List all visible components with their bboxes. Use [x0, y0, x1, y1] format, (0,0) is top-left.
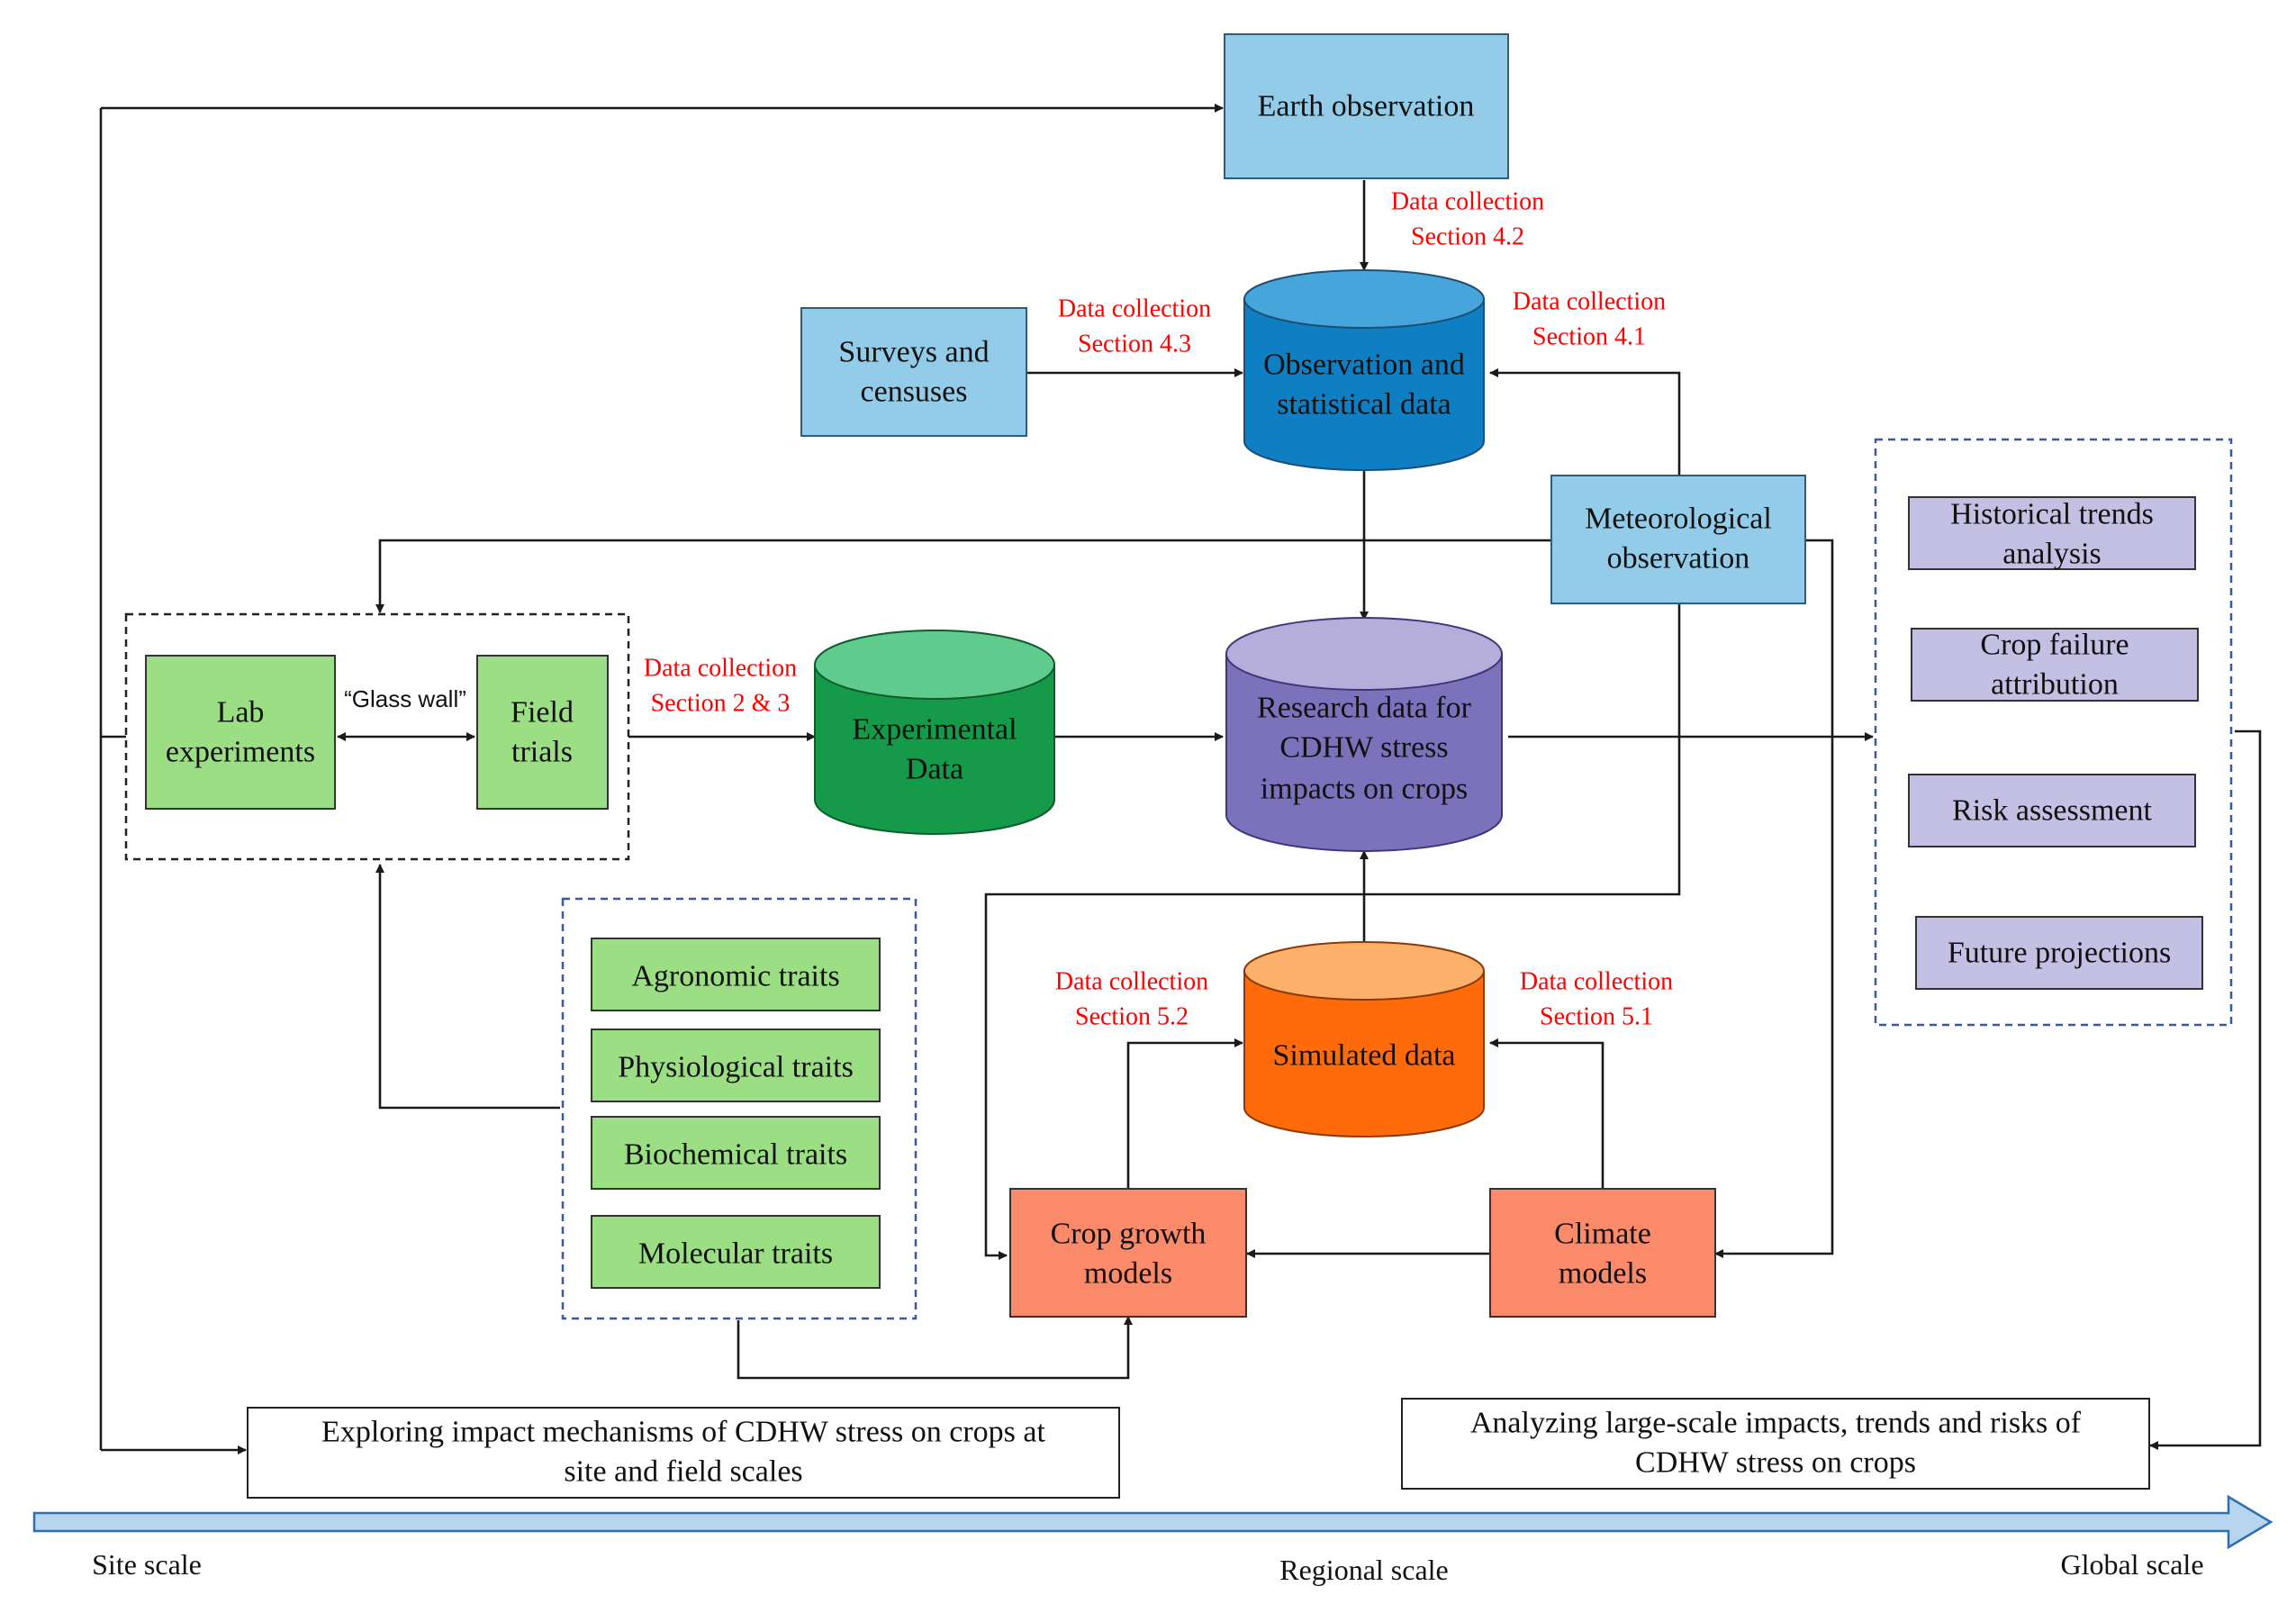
- svg-text:analysis: analysis: [2002, 538, 2102, 571]
- svg-text:Historical trends: Historical trends: [1950, 498, 2154, 531]
- connector-meteo-to-climate-models: [1714, 539, 1834, 1258]
- historical-trends-box: Historical trends analysis: [1908, 496, 2196, 571]
- meteo-label-line2: observation: [1607, 542, 1750, 575]
- crop-growth-label-line1: Crop growth: [1051, 1218, 1207, 1251]
- experimental-db-label-line2: Data: [906, 753, 963, 786]
- lab-label-line2: experiments: [166, 736, 315, 769]
- experimental-data-db: Experimental Data: [814, 630, 1055, 835]
- meteo-label-line1: Meteorological: [1585, 503, 1772, 536]
- future-projections-box: Future projections: [1915, 916, 2203, 990]
- connector-climate-to-simulated-db: [1489, 1038, 1604, 1189]
- crop-failure-attribution-box: Crop failure attribution: [1911, 628, 2199, 702]
- annotation-4-3-line1: Data collection: [1058, 295, 1211, 323]
- observation-db-label-line2: statistical data: [1277, 388, 1451, 421]
- traits-group: Agronomic traits Physiological traits Bi…: [561, 897, 917, 1320]
- earth-observation-label: Earth observation: [1258, 90, 1475, 123]
- agronomic-traits-box: Agronomic traits: [591, 938, 881, 1011]
- surveys-censuses-box: Surveys and censuses: [800, 307, 1027, 437]
- connector-applications-to-analyzing-box: [2149, 730, 2262, 1450]
- svg-text:Future projections: Future projections: [1948, 937, 2171, 970]
- connector-crop-growth-to-simulated-db: [1126, 1038, 1243, 1189]
- exploring-box: Exploring impact mechanisms of CDHW stre…: [247, 1407, 1120, 1499]
- annotation-5-1-line1: Data collection: [1520, 968, 1673, 996]
- meteorological-observation-box: Meteorological observation: [1550, 475, 1806, 604]
- climate-label-line1: Climate: [1554, 1218, 1651, 1251]
- annotation-4-2-line1: Data collection: [1391, 188, 1544, 216]
- annotation-4-1-line2: Section 4.1: [1532, 323, 1646, 351]
- physiological-traits-box: Physiological traits: [591, 1029, 881, 1102]
- research-db-label-line2: CDHW stress: [1279, 731, 1448, 765]
- exploring-label-line2: site and field scales: [564, 1455, 802, 1489]
- svg-text:Risk assessment: Risk assessment: [1952, 794, 2153, 828]
- lab-experiments-box: Lab experiments: [145, 655, 336, 810]
- simulated-db-label: Simulated data: [1272, 1039, 1455, 1073]
- earth-observation-box: Earth observation: [1224, 33, 1509, 179]
- svg-text:attribution: attribution: [1991, 668, 2119, 702]
- annotation-2-3-line2: Section 2 & 3: [651, 690, 791, 718]
- data-collection-annotations: Data collection Section 4.2 Data collect…: [644, 188, 1673, 1031]
- global-scale-label: Global scale: [2060, 1548, 2203, 1581]
- annotation-5-2-line2: Section 5.2: [1075, 1003, 1189, 1031]
- svg-text:Physiological traits: Physiological traits: [618, 1051, 854, 1084]
- analyzing-box: Analyzing large-scale impacts, trends an…: [1401, 1398, 2150, 1490]
- connector-meteo-to-lab-group: [375, 539, 1550, 613]
- connector-traits-to-lab-group: [375, 864, 560, 1110]
- scale-arrow: [32, 1494, 2273, 1550]
- lab-label-line1: Lab: [217, 696, 265, 730]
- connector-meteo-to-obs-db: [1489, 368, 1681, 476]
- svg-text:Biochemical traits: Biochemical traits: [624, 1138, 847, 1172]
- svg-text:Agronomic traits: Agronomic traits: [631, 960, 839, 993]
- field-label-line2: trials: [511, 736, 573, 769]
- annotation-2-3-line1: Data collection: [644, 655, 797, 683]
- research-db-label-line1: Research data for: [1257, 692, 1472, 725]
- annotation-5-2-line1: Data collection: [1055, 968, 1208, 996]
- regional-scale-label: Regional scale: [1279, 1554, 1448, 1586]
- annotation-5-1-line2: Section 5.1: [1540, 1003, 1653, 1031]
- climate-models-box: Climate models: [1489, 1188, 1716, 1318]
- connectors: [99, 104, 2262, 1454]
- field-label-line1: Field: [511, 696, 574, 730]
- svg-text:Crop failure: Crop failure: [1980, 629, 2129, 662]
- simulated-data-db: Simulated data: [1243, 941, 1485, 1137]
- annotation-4-2-line2: Section 4.2: [1411, 223, 1524, 251]
- exploring-label-line1: Exploring impact mechanisms of CDHW stre…: [321, 1416, 1045, 1449]
- lab-field-group: Lab experiments Field trials “Glass wall…: [124, 612, 630, 861]
- surveys-label-line2: censuses: [861, 376, 968, 409]
- connector-traits-to-crop-growth: [737, 1316, 1133, 1380]
- molecular-traits-box: Molecular traits: [591, 1215, 881, 1289]
- connector-meteo-to-crop-growth: [984, 603, 1681, 1260]
- risk-assessment-box: Risk assessment: [1908, 774, 2196, 847]
- glass-wall-label: “Glass wall”: [344, 685, 466, 712]
- analyzing-label-line2: CDHW stress on crops: [1635, 1446, 1916, 1480]
- field-trials-box: Field trials: [476, 655, 609, 810]
- scale-axis: Site scale Regional scale Global scale: [32, 1494, 2273, 1586]
- research-data-db: Research data for CDHW stress impacts on…: [1225, 617, 1503, 852]
- crop-growth-label-line2: models: [1084, 1257, 1172, 1291]
- biochemical-traits-box: Biochemical traits: [591, 1116, 881, 1190]
- research-db-label-line3: impacts on crops: [1261, 773, 1468, 806]
- annotation-4-1-line1: Data collection: [1513, 288, 1666, 316]
- crop-growth-models-box: Crop growth models: [1009, 1188, 1247, 1318]
- applications-group: Historical trends analysis Crop failure …: [1874, 438, 2233, 1027]
- observation-db-label-line1: Observation and: [1263, 349, 1465, 382]
- svg-text:Molecular traits: Molecular traits: [638, 1237, 833, 1271]
- observation-statistical-db: Observation and statistical data: [1243, 269, 1485, 471]
- experimental-db-label-line1: Experimental: [852, 713, 1017, 747]
- climate-label-line2: models: [1559, 1257, 1647, 1291]
- annotation-4-3-line2: Section 4.3: [1078, 331, 1191, 358]
- surveys-label-line1: Surveys and: [838, 336, 989, 369]
- analyzing-label-line1: Analyzing large-scale impacts, trends an…: [1470, 1407, 2082, 1440]
- site-scale-label: Site scale: [92, 1548, 202, 1581]
